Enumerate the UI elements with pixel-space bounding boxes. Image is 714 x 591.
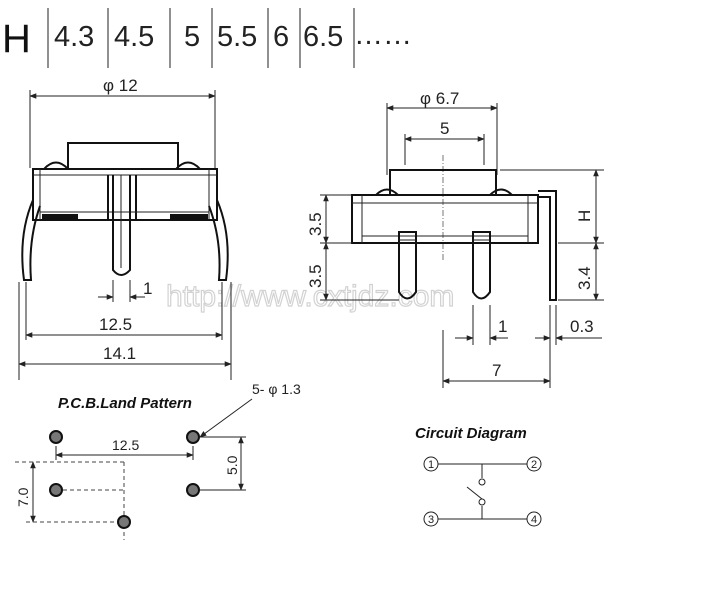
side-pin-right — [472, 231, 491, 300]
front-view: φ 12 1 12.5 14.1 — [18, 76, 232, 380]
height-options-table: H 4.3 4.5 5 5.5 6 6.5 …… — [2, 8, 412, 68]
pin-4-label: 4 — [531, 514, 537, 526]
pcb-hole-5 — [117, 515, 131, 529]
pcb-dim-pitch-y: 5.0 — [224, 455, 240, 475]
dim-pin-length: 3.5 — [306, 264, 325, 288]
height-value-4: 5.5 — [217, 21, 257, 53]
dim-lead-pitch: 12.5 — [99, 315, 132, 334]
pcb-hole-4 — [186, 483, 200, 497]
pcb-hole-1 — [49, 430, 63, 444]
dim-lead-span: 7 — [492, 361, 501, 380]
side-pin-left — [398, 231, 417, 300]
base-tab-right — [170, 214, 208, 219]
side-lead-bent — [538, 190, 557, 301]
height-value-1: 4.3 — [54, 21, 94, 53]
lead-left — [21, 199, 41, 281]
pcb-dim-pitch-x: 12.5 — [112, 437, 139, 453]
height-value-6: 6.5 — [303, 21, 343, 53]
dim-actuator-width: 5 — [440, 119, 449, 138]
pin-3-label: 3 — [428, 514, 434, 526]
switch-body — [32, 168, 218, 221]
pcb-hole-2 — [186, 430, 200, 444]
switch-blade — [466, 486, 483, 500]
dim-lead-thickness: 0.3 — [570, 317, 594, 336]
actuator-cap — [67, 142, 179, 170]
switch-contact-bottom — [478, 498, 486, 506]
pcb-land-pattern: P.C.B.Land Pattern 5- φ 1.3 12.5 5.0 7.0 — [15, 381, 301, 540]
height-value-2: 4.5 — [114, 21, 154, 53]
pcb-dim-pitch-y2: 7.0 — [15, 487, 31, 507]
pin-3: 3 — [423, 511, 439, 527]
height-value-ellipsis: …… — [354, 19, 412, 51]
side-switch-body — [351, 194, 539, 244]
side-bump-left — [375, 188, 399, 196]
pin-2-label: 2 — [531, 459, 537, 471]
dim-height-var: H — [575, 210, 594, 222]
hole-callout: 5- φ 1.3 — [252, 381, 301, 397]
dim-side-pin-width: 1 — [498, 317, 507, 336]
pin-1-label: 1 — [428, 459, 434, 471]
circuit-diagram: Circuit Diagram 1 2 3 4 — [415, 425, 542, 527]
side-view: φ 6.7 5 3.5 3.5 — [306, 89, 604, 388]
watermark: http://www.cxtjdz.com — [166, 280, 454, 313]
pin-4: 4 — [526, 511, 542, 527]
circuit-title: Circuit Diagram — [415, 425, 527, 442]
side-bump-right — [489, 188, 513, 196]
pcb-title: P.C.B.Land Pattern — [58, 395, 192, 412]
center-pin — [112, 175, 131, 276]
pin-1: 1 — [423, 456, 439, 472]
dim-pin-height: 3.4 — [575, 266, 594, 290]
pcb-hole-3 — [49, 483, 63, 497]
dim-front-pin-width: 1 — [143, 279, 152, 298]
height-symbol: H — [2, 17, 31, 61]
base-tab-left — [42, 214, 78, 219]
dim-overall-dia: φ 12 — [103, 76, 138, 95]
lead-right — [208, 199, 229, 281]
bump-right — [175, 161, 201, 170]
bump-left — [43, 161, 69, 170]
height-value-5: 6 — [273, 21, 289, 53]
dim-cap-dia: φ 6.7 — [420, 89, 459, 108]
height-value-3: 5 — [184, 21, 200, 53]
dim-body-height: 3.5 — [306, 212, 325, 236]
pin-2: 2 — [526, 456, 542, 472]
dim-width-total: 14.1 — [103, 344, 136, 363]
switch-contact-top — [478, 478, 486, 486]
